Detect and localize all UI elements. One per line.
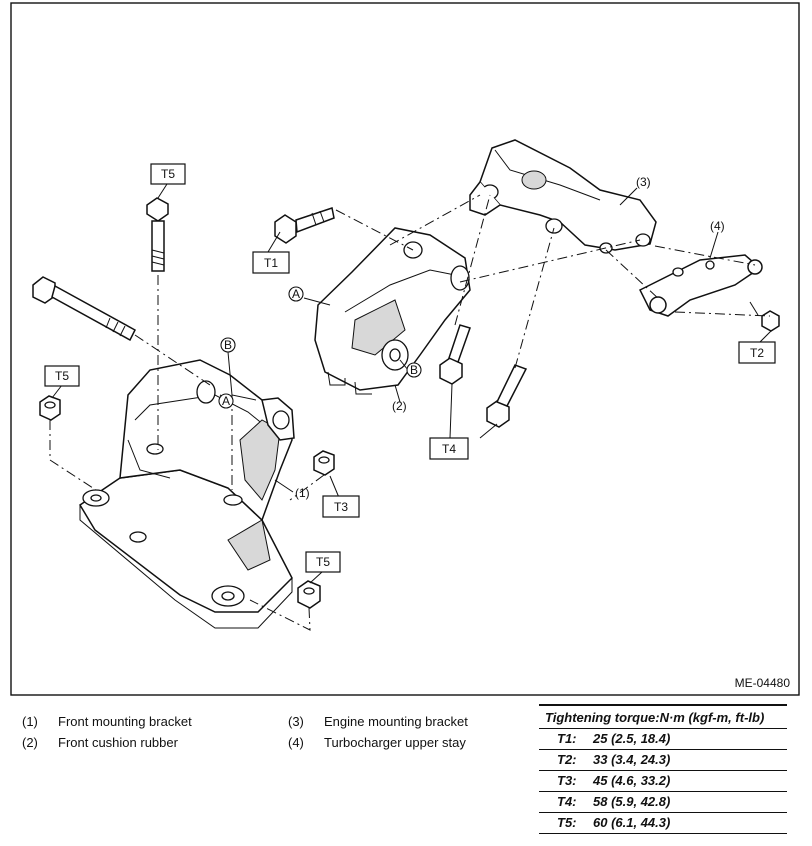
svg-text:B: B	[224, 338, 232, 352]
nut-t5-bottom	[297, 580, 321, 609]
legend-item: (1) Front mounting bracket	[22, 711, 192, 732]
bolt-t1	[274, 207, 335, 244]
svg-text:B: B	[410, 363, 418, 377]
torque-value: 33 (3.4, 24.3)	[593, 752, 671, 767]
torque-row: T3: 45 (4.6, 33.2)	[539, 771, 787, 791]
svg-text:T5: T5	[55, 369, 69, 383]
table-rule	[539, 770, 787, 771]
table-rule-bottom	[539, 833, 787, 834]
parts-legend-left: (1) Front mounting bracket (2) Front cus…	[22, 711, 192, 753]
torque-tag-t2: T2	[738, 341, 776, 364]
torque-value: 25 (2.5, 18.4)	[593, 731, 671, 746]
legend-label: Front cushion rubber	[58, 735, 178, 750]
parts-legend-right: (3) Engine mounting bracket (4) Turbocha…	[288, 711, 468, 753]
svg-text:T4: T4	[442, 442, 456, 456]
torque-table-title: Tightening torque:N·m (kgf-m, ft-lb)	[545, 710, 765, 725]
callout-part-4: (4)	[710, 219, 725, 233]
front-mounting-bracket	[78, 359, 295, 629]
torque-key: T2:	[557, 752, 577, 767]
legend-num: (3)	[288, 714, 304, 729]
torque-tag-t5-bottom: T5	[305, 551, 341, 573]
marker-a-upper: A	[288, 286, 304, 302]
svg-text:T5: T5	[316, 555, 330, 569]
torque-row: T5: 60 (6.1, 44.3)	[539, 813, 787, 833]
callout-part-3: (3)	[636, 175, 651, 189]
marker-b-upper: B	[406, 362, 422, 378]
svg-text:T3: T3	[334, 500, 348, 514]
bolt-t4-right	[486, 364, 528, 428]
table-rule	[539, 812, 787, 813]
svg-text:A: A	[222, 394, 230, 408]
torque-tag-t3: T3	[322, 495, 360, 518]
svg-text:T5: T5	[161, 167, 175, 181]
bolt-t2	[749, 301, 780, 332]
torque-key: T4:	[557, 794, 577, 809]
callout-part-1: (1)	[295, 486, 310, 500]
legend-label: Front mounting bracket	[58, 714, 192, 729]
nut-t5-left	[39, 395, 61, 421]
torque-tag-t4: T4	[429, 437, 469, 460]
torque-table: Tightening torque:N·m (kgf-m, ft-lb) T1:…	[539, 704, 787, 834]
bolt-t4-left	[439, 324, 471, 385]
torque-row: T1: 25 (2.5, 18.4)	[539, 729, 787, 749]
legend-num: (2)	[22, 735, 38, 750]
legend-label: Engine mounting bracket	[324, 714, 468, 729]
legend-item: (3) Engine mounting bracket	[288, 711, 468, 732]
table-rule	[539, 749, 787, 750]
diagram-frame	[10, 2, 800, 696]
torque-value: 60 (6.1, 44.3)	[593, 815, 671, 830]
svg-text:T2: T2	[750, 346, 764, 360]
turbocharger-upper-stay	[638, 254, 763, 317]
figure-code: ME-04480	[735, 676, 791, 690]
table-rule-top	[539, 704, 787, 706]
legend-item: (2) Front cushion rubber	[22, 732, 192, 753]
marker-b-lower: B	[220, 337, 236, 353]
svg-text:A: A	[292, 287, 300, 301]
legend-num: (4)	[288, 735, 304, 750]
table-rule-header	[539, 728, 787, 729]
torque-key: T5:	[557, 815, 577, 830]
torque-row: T2: 33 (3.4, 24.3)	[539, 750, 787, 770]
torque-tag-t5-top: T5	[150, 163, 186, 185]
torque-tag-t5-left: T5	[44, 365, 80, 387]
bolt-long-diagonal	[32, 276, 136, 342]
legend-label: Turbocharger upper stay	[324, 735, 466, 750]
callout-part-2: (2)	[392, 399, 407, 413]
torque-tag-t1: T1	[252, 251, 290, 274]
nut-t3	[313, 450, 335, 476]
torque-key: T1:	[557, 731, 577, 746]
torque-key: T3:	[557, 773, 577, 788]
legend-num: (1)	[22, 714, 38, 729]
bolt-t5-top	[146, 197, 169, 272]
marker-a-lower: A	[218, 393, 234, 409]
svg-text:T1: T1	[264, 256, 278, 270]
table-rule	[539, 791, 787, 792]
torque-value: 45 (4.6, 33.2)	[593, 773, 671, 788]
legend-item: (4) Turbocharger upper stay	[288, 732, 468, 753]
torque-value: 58 (5.9, 42.8)	[593, 794, 671, 809]
assembly-lines	[49, 194, 771, 631]
engine-mounting-bracket	[469, 139, 657, 254]
torque-row: T4: 58 (5.9, 42.8)	[539, 792, 787, 812]
